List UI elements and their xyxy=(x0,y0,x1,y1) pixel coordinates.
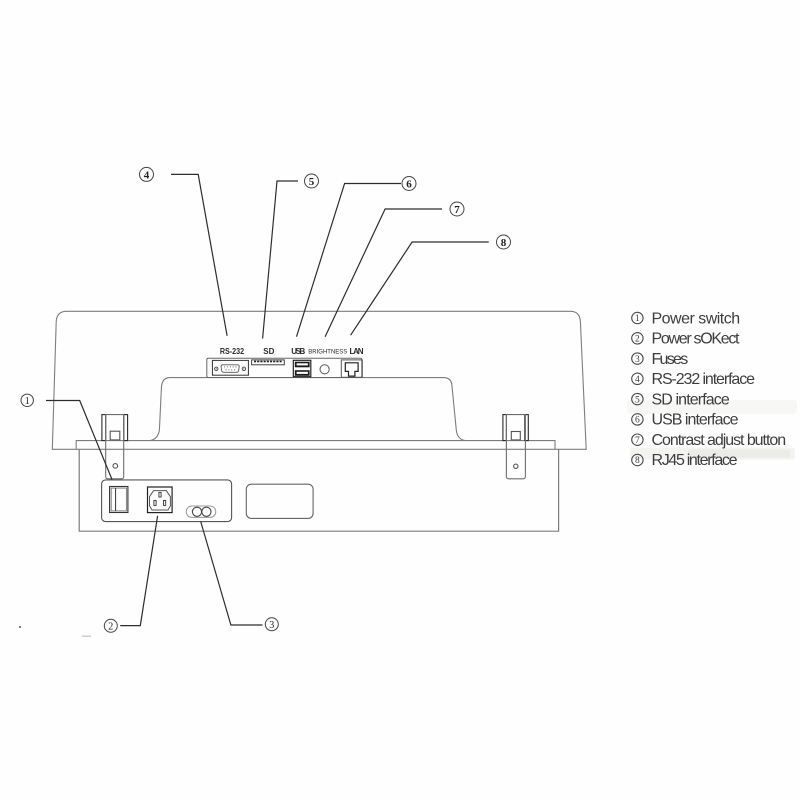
svg-text:7: 7 xyxy=(454,204,460,216)
svg-text:USB interface: USB interface xyxy=(652,412,739,429)
svg-text:3: 3 xyxy=(635,355,640,365)
svg-text:1: 1 xyxy=(25,396,30,407)
svg-text:8: 8 xyxy=(635,456,640,466)
svg-text:6: 6 xyxy=(406,179,412,191)
svg-text:3: 3 xyxy=(269,620,274,631)
svg-text:7: 7 xyxy=(635,436,640,446)
svg-text:2: 2 xyxy=(108,622,113,633)
svg-text:1: 1 xyxy=(635,314,640,324)
svg-text:4: 4 xyxy=(144,169,150,181)
svg-text:Contrast adjust button: Contrast adjust button xyxy=(652,432,787,449)
svg-text:5: 5 xyxy=(635,395,640,405)
svg-text:6: 6 xyxy=(635,416,640,426)
svg-text:5: 5 xyxy=(309,176,315,188)
svg-text:Power sOKect: Power sOKect xyxy=(652,331,741,348)
svg-text:2: 2 xyxy=(635,335,640,345)
svg-text:RS-232: RS-232 xyxy=(220,347,245,356)
svg-text:SD interface: SD interface xyxy=(652,391,730,408)
svg-text:USB: USB xyxy=(291,347,305,356)
svg-text:Power switch: Power switch xyxy=(652,310,741,327)
svg-text:SD: SD xyxy=(263,347,274,356)
svg-text:LAN: LAN xyxy=(350,347,364,356)
svg-text:Fuses: Fuses xyxy=(652,351,689,368)
svg-text:RJ45 interface: RJ45 interface xyxy=(652,452,738,469)
svg-text:BRIGHTNESS: BRIGHTNESS xyxy=(308,348,347,355)
svg-text:4: 4 xyxy=(635,375,640,385)
svg-text:8: 8 xyxy=(501,237,507,249)
svg-text:RS-232 interface: RS-232 interface xyxy=(652,371,756,388)
